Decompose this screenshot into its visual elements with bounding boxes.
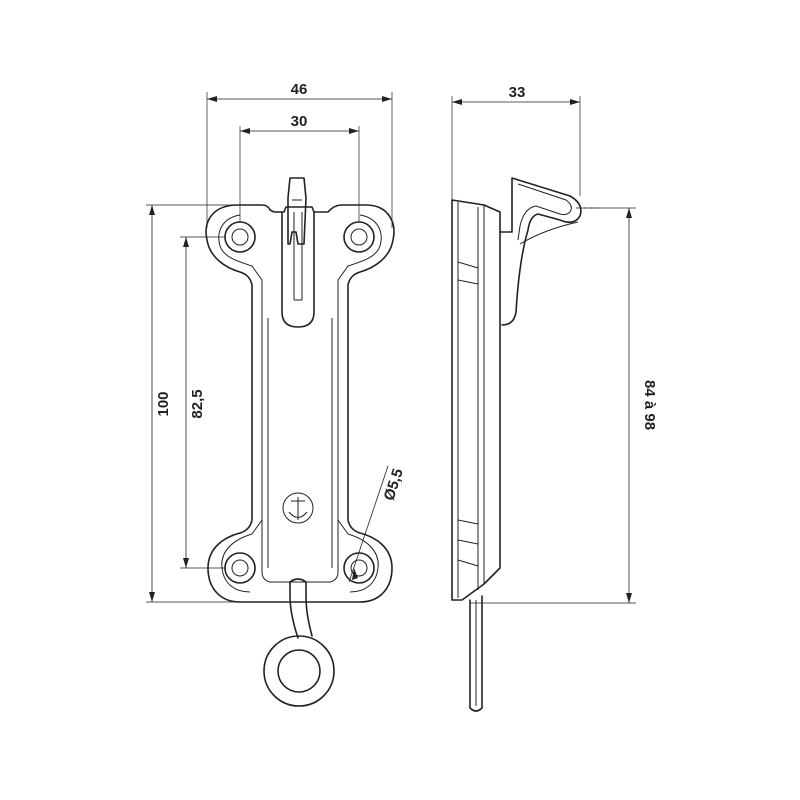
front-bottom-hook-shank [289,581,313,639]
dim-adjustable-range-label: 84 à 98 [641,380,658,430]
side-hook-arm [499,177,582,326]
side-base-plate-detail [457,202,485,598]
dim-side-depth-label: 33 [509,84,526,101]
side-bottom-shank [469,595,483,712]
front-hook-tab [287,177,307,245]
top-right-hole-outer [343,221,375,253]
front-bottom-ring-inner [277,649,321,693]
front-inner-body [261,313,339,583]
top-right-hole-inner [350,228,368,246]
front-bottom-ring-outer [263,635,335,707]
side-hook-arm-inner [517,183,572,241]
front-inner-body-edge [267,318,333,568]
bottom-right-hole-outer [343,552,375,584]
anchor-icon [282,492,314,524]
bottom-left-hole-outer [224,552,256,584]
dim-hole-spacing-width-label: 30 [291,113,308,130]
top-left-hole-inner [231,228,249,246]
bottom-right-hole-inner [350,559,368,577]
dim-hole-spacing-height: 82,5 [180,236,226,569]
dim-adjustable-range: 84 à 98 [470,207,658,604]
dim-overall-width: 46 [206,81,393,228]
front-bottom-hook-top [289,578,307,583]
front-hook-slot [281,211,315,328]
bottom-left-hole-inner [231,559,249,577]
side-base-plate [451,199,501,601]
top-left-hole-outer [224,221,256,253]
side-view [451,177,600,712]
dim-hole-diameter-label: Ø5,5 [381,467,407,503]
side-hook-arm-curve [519,221,579,245]
front-plate-outline [205,204,395,603]
dim-overall-width-label: 46 [291,81,308,98]
front-hook-tab-detail [292,199,303,301]
dim-hole-diameter: Ø5,5 [348,465,407,583]
side-ribs [457,261,479,567]
dim-overall-height-label: 100 [155,391,172,416]
front-inner-shoulder [218,214,382,313]
dim-hole-spacing-height-label: 82,5 [189,389,206,418]
dim-overall-height: 100 [146,204,240,603]
front-view [205,177,395,707]
dim-side-depth: 33 [451,84,581,200]
dim-hole-spacing-width: 30 [239,113,360,222]
